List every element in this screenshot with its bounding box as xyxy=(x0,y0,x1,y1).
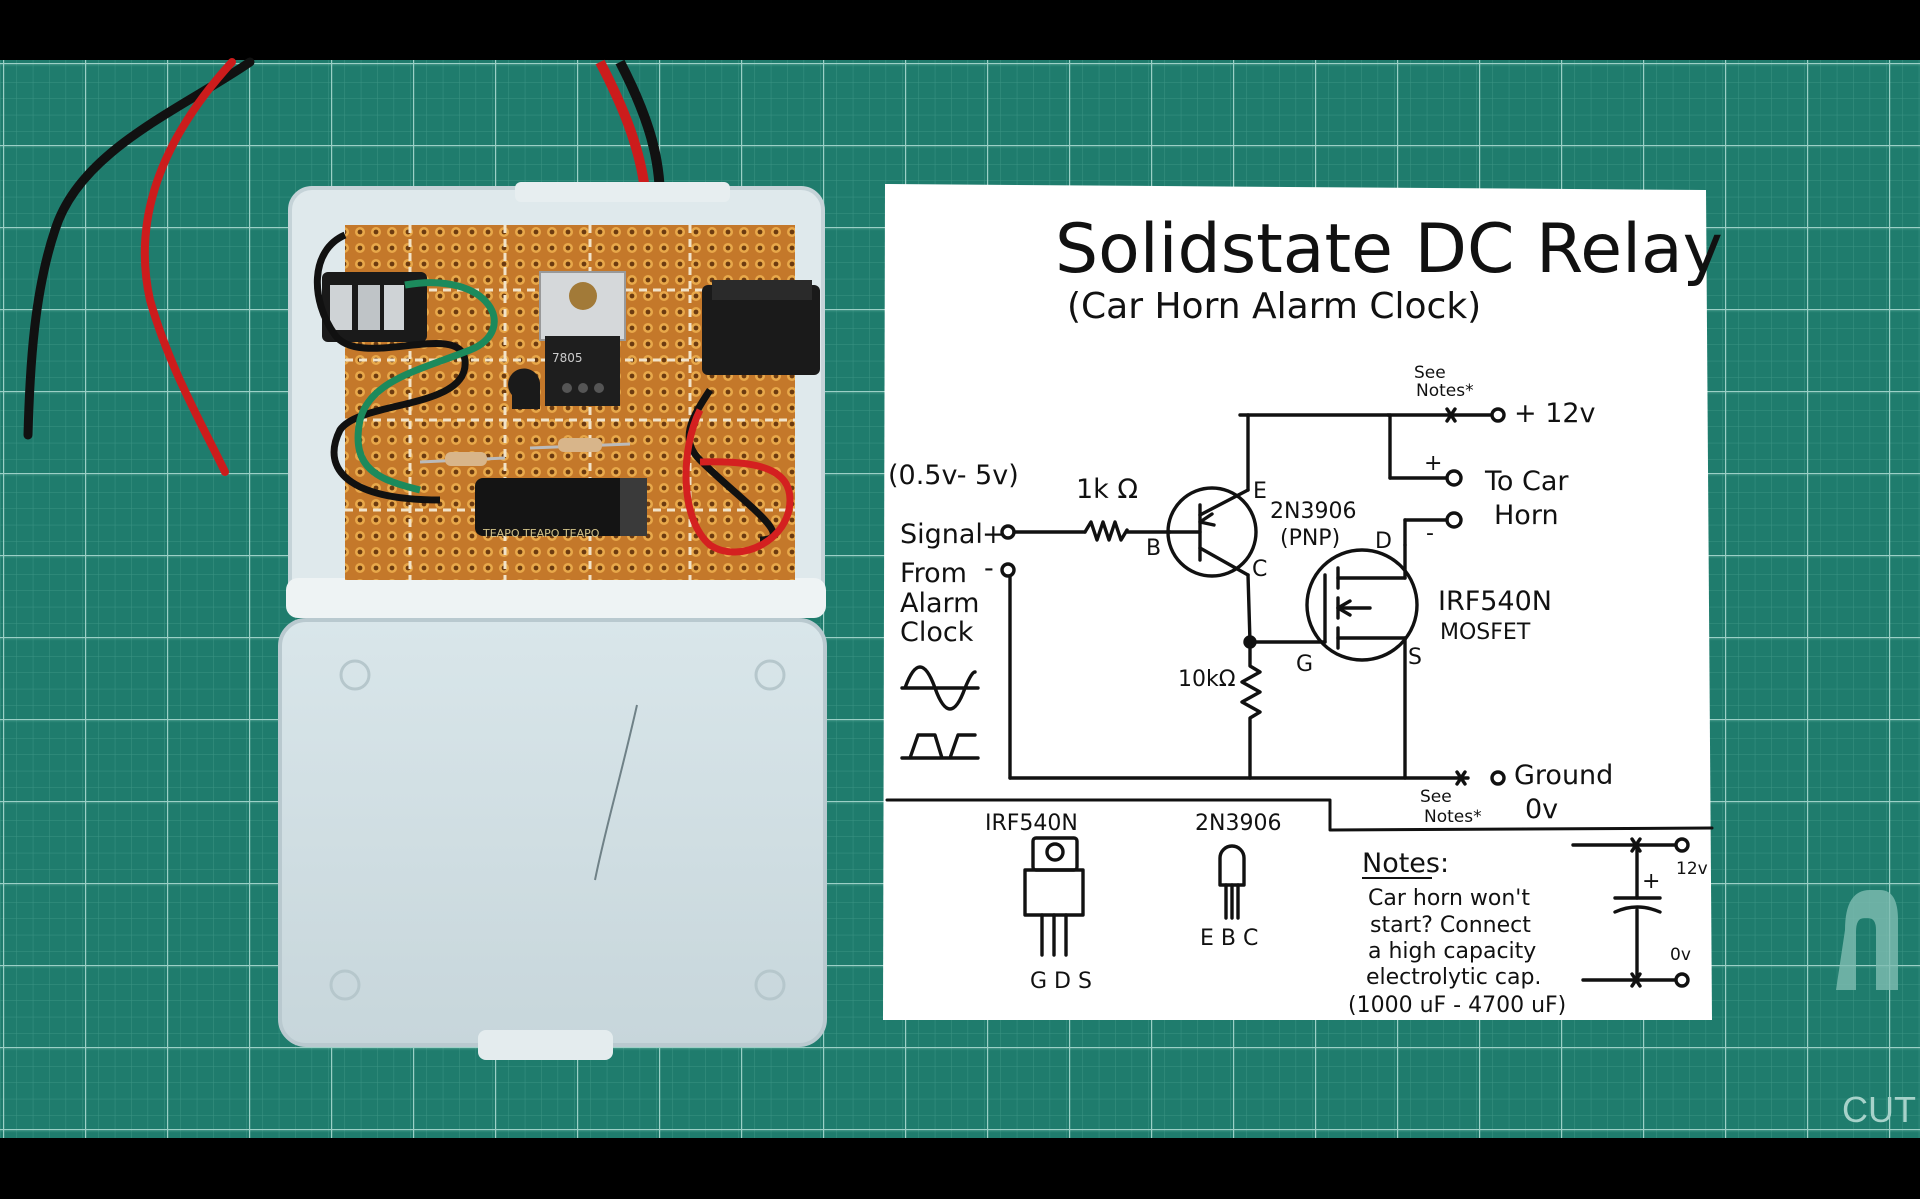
notes-line-4: electrolytic cap. xyxy=(1366,965,1541,990)
audio-jack xyxy=(322,272,427,342)
bjt-pinout-pins: E B C xyxy=(1200,926,1258,951)
cap-top-label: 12v xyxy=(1676,859,1708,879)
mosfet-pinout: IRF540N G D S xyxy=(985,811,1092,994)
jumper-wires xyxy=(313,231,794,556)
schematic-title: Solidstate DC Relay xyxy=(1055,210,1723,289)
see-notes-top-2: Notes* xyxy=(1416,381,1474,401)
transistor-type: (PNP) xyxy=(1280,526,1340,551)
resistors xyxy=(419,438,631,466)
to-car-label: To Car xyxy=(1484,466,1569,497)
pin-g-label: G xyxy=(1296,652,1313,677)
voltage-regulator: 7805 xyxy=(539,271,626,406)
mosfet-name: IRF540N xyxy=(1438,586,1552,617)
signal-plus: + xyxy=(982,519,1005,550)
notes-block: Notes: Car horn won't start? Connect a h… xyxy=(1348,848,1566,1018)
pin-c-label: C xyxy=(1252,557,1267,582)
see-notes-top-1: See xyxy=(1414,363,1446,383)
pnp-transistor xyxy=(508,368,540,409)
notes-line-1: Car horn won't xyxy=(1368,886,1530,911)
capacitor-marking: TEAPO TEAPO TEAPO xyxy=(482,527,600,540)
bjt-pinout-title: 2N3906 xyxy=(1195,811,1281,836)
schematic-wiring xyxy=(885,407,1714,832)
notes-line-3: a high capacity xyxy=(1368,939,1536,964)
dc-jack xyxy=(702,280,820,375)
regulator-marking: 7805 xyxy=(552,351,583,365)
zero-volt-label: 0v xyxy=(1525,794,1558,825)
resistor1-label: 1k Ω xyxy=(1076,474,1138,505)
cap-plus: + xyxy=(1642,869,1660,894)
resistor2-label: 10kΩ xyxy=(1178,667,1236,692)
electrolytic-capacitor: TEAPO TEAPO TEAPO xyxy=(475,478,647,540)
schematic-subtitle: (Car Horn Alarm Clock) xyxy=(1067,286,1481,327)
alarm-label: Alarm xyxy=(900,588,979,619)
ground-label: Ground xyxy=(1514,760,1613,791)
signal-label: Signal xyxy=(900,519,983,550)
clock-label: Clock xyxy=(900,617,974,648)
bjt-pinout: 2N3906 E B C xyxy=(1195,811,1281,951)
horn-label: Horn xyxy=(1494,500,1559,531)
schematic-paper: Solidstate DC Relay (Car Horn Alarm Cloc… xyxy=(883,184,1723,1020)
supply-label: + 12v xyxy=(1514,398,1596,429)
mat-logo xyxy=(1836,890,1898,990)
project-box-lid xyxy=(278,618,827,1060)
mosfet-pinout-pins: G D S xyxy=(1030,969,1092,994)
notes-line-2: start? Connect xyxy=(1370,913,1531,938)
notes-line-5: (1000 uF - 4700 uF) xyxy=(1348,993,1566,1018)
from-label: From xyxy=(900,558,967,589)
mat-brand-text: CUT xyxy=(1842,1089,1916,1130)
pin-s-label: S xyxy=(1408,645,1422,670)
horn-plus: + xyxy=(1424,451,1442,476)
see-notes-bottom-1: See xyxy=(1420,787,1452,807)
project-box: 7805 TEAPO TEAPO TEAPO xyxy=(278,182,827,1060)
pin-b-label: B xyxy=(1146,536,1161,561)
pin-d-label: D xyxy=(1375,529,1392,554)
signal-minus: - xyxy=(984,553,994,584)
see-notes-bottom-2: Notes* xyxy=(1424,807,1482,827)
waveform-icons xyxy=(900,665,980,760)
transistor-label: 2N3906 xyxy=(1270,499,1356,524)
pin-e-label: E xyxy=(1253,479,1267,504)
input-range-label: (0.5v- 5v) xyxy=(888,460,1019,491)
cap-bottom-label: 0v xyxy=(1670,945,1691,965)
capacitor-note-diagram: + 12v 0v xyxy=(1571,837,1708,988)
mosfet-label: MOSFET xyxy=(1440,620,1531,645)
notes-heading: Notes: xyxy=(1362,848,1449,879)
mosfet-pinout-title: IRF540N xyxy=(985,811,1078,836)
horn-minus: - xyxy=(1426,521,1434,546)
